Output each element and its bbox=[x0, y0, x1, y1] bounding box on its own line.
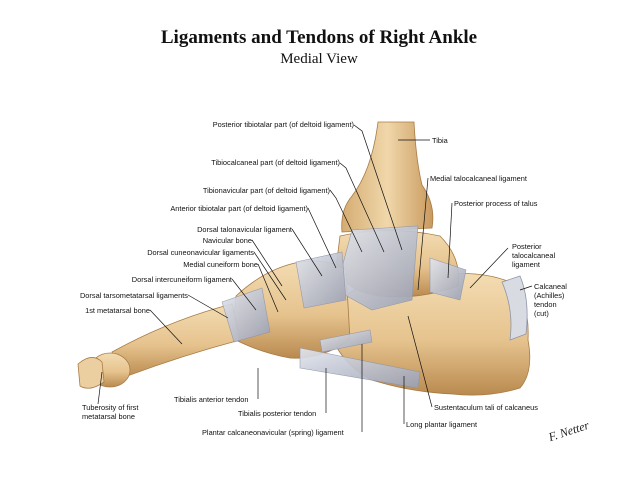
ligaments bbox=[221, 225, 467, 389]
leader-anterior-tibiotalar bbox=[307, 207, 337, 269]
label-dorsal-intercuneiform: Dorsal intercuneiform ligament bbox=[131, 275, 232, 284]
label-tibiocalcaneal: Tibiocalcaneal part (of deltoid ligament… bbox=[211, 158, 340, 167]
leader-medial-talocalcaneal bbox=[417, 177, 429, 291]
leader-dorsal-tarsometatarsal bbox=[187, 294, 229, 319]
label-dorsal-talonavicular: Dorsal talonavicular ligament bbox=[197, 225, 292, 234]
leader-posterior-talocalcaneal bbox=[469, 247, 509, 289]
label-tibialis-anterior: Tibialis anterior tendon bbox=[174, 395, 249, 404]
talonavicular-ligament bbox=[295, 251, 347, 309]
label-posterior-process-talus: Posterior process of talus bbox=[454, 199, 538, 208]
leader-dorsal-intercuneiform bbox=[231, 278, 257, 311]
first-metatarsal-shaft bbox=[111, 303, 241, 379]
label-tibionavicular: Tibionavicular part (of deltoid ligament… bbox=[202, 186, 330, 195]
label-medial-talocalcaneal: Medial talocalcaneal ligament bbox=[430, 174, 527, 183]
label-posterior-tibiotalar: Posterior tibiotalar part (of deltoid li… bbox=[212, 120, 354, 129]
leader-lines bbox=[97, 124, 533, 432]
achilles-tendon-stump bbox=[501, 275, 528, 341]
leader-sustentaculum bbox=[407, 315, 433, 408]
diagram-subtitle: Medial View bbox=[280, 51, 358, 67]
label-first-metatarsal: 1st metatarsal bone bbox=[85, 306, 150, 315]
toe-phalanx bbox=[77, 357, 105, 389]
label-dorsal-cuneonavicular: Dorsal cuneonavicular ligaments bbox=[147, 248, 254, 257]
leader-posterior-process bbox=[447, 202, 453, 279]
plantar-ligament bbox=[299, 347, 421, 389]
label-posterior-talocalcaneal: Posterior talocalcaneal ligament bbox=[512, 242, 556, 269]
leader-dorsal-cuneonavicular bbox=[253, 251, 287, 301]
label-tibia: Tibia bbox=[432, 136, 448, 145]
label-calcaneal-tendon: Calcaneal (Achilles) tendon (cut) bbox=[534, 282, 567, 318]
label-tuberosity: Tuberosity of first metatarsal bone bbox=[82, 403, 139, 421]
leader-posterior-tibiotalar bbox=[353, 124, 403, 251]
label-anterior-tibiotalar: Anterior tibiotalar part (of deltoid lig… bbox=[170, 204, 308, 213]
leader-calcaneal-tendon bbox=[519, 285, 533, 291]
leader-first-metatarsal bbox=[149, 309, 183, 345]
label-plantar-calcaneonavicular: Plantar calcaneonavicular (spring) ligam… bbox=[202, 428, 344, 437]
leader-tibiocalcaneal bbox=[339, 162, 385, 253]
tarsometatarsal-ligaments bbox=[221, 287, 271, 343]
tibia-bone bbox=[341, 121, 434, 233]
label-navicular-bone: Navicular bone bbox=[202, 236, 252, 245]
talocalcaneal-ligament bbox=[429, 257, 467, 301]
leader-tibionavicular bbox=[329, 189, 363, 253]
label-sustentaculum: Sustentaculum tali of calcaneus bbox=[434, 403, 538, 412]
leader-tuberosity bbox=[97, 371, 103, 405]
leader-dorsal-talonavicular bbox=[291, 228, 323, 277]
label-dorsal-tarsometatarsal: Dorsal tarsometatarsal ligaments bbox=[79, 291, 188, 300]
leader-navicular bbox=[251, 239, 283, 287]
diagram-title: Ligaments and Tendons of Right Ankle bbox=[160, 27, 478, 48]
leader-medial-cuneiform bbox=[257, 263, 279, 313]
label-long-plantar: Long plantar ligament bbox=[406, 420, 478, 429]
label-tibialis-posterior: Tibialis posterior tendon bbox=[238, 409, 317, 418]
tibialis-posterior-band bbox=[319, 329, 373, 353]
label-medial-cuneiform: Medial cuneiform bone bbox=[183, 260, 258, 269]
